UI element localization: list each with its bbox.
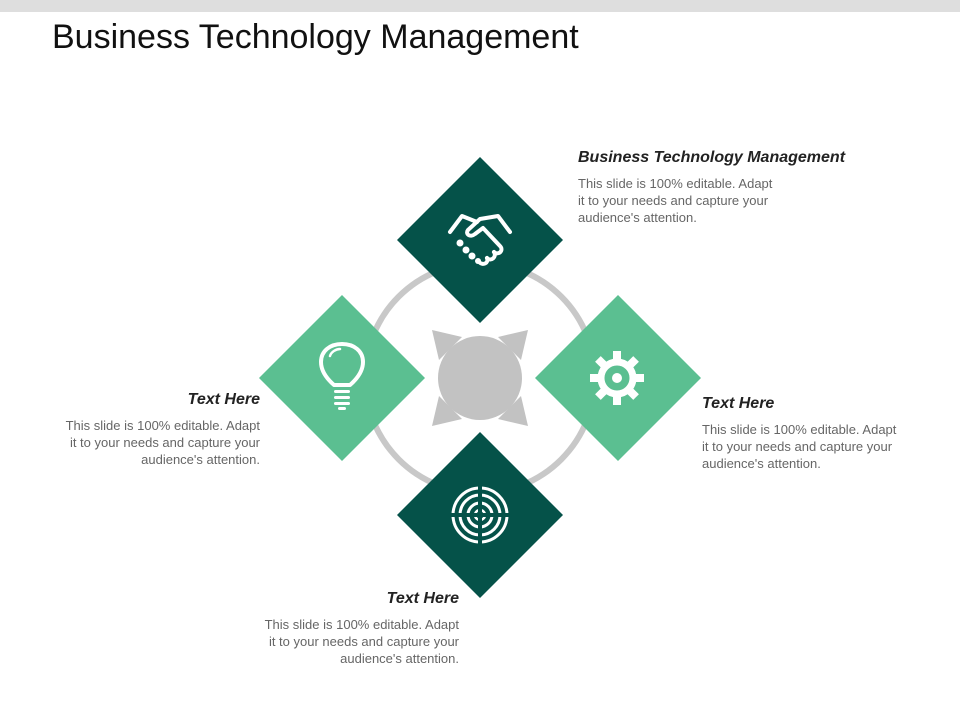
diamond-top-shape	[397, 157, 563, 323]
text-block-bottom-line: audience's attention.	[340, 651, 459, 666]
arrow-bottom-right	[498, 396, 528, 426]
diamond-right	[535, 295, 701, 461]
hub-circle	[438, 336, 522, 420]
text-block-top-heading: Business Technology Management	[578, 149, 846, 166]
arrow-top-left	[432, 330, 462, 360]
text-block-bottom-line: This slide is 100% editable. Adapt	[264, 617, 459, 632]
text-block-right-body: This slide is 100% editable. Adapt it to…	[702, 421, 896, 472]
text-block-bottom-line: it to your needs and capture your	[268, 634, 459, 649]
text-block-top-line: audience's attention.	[578, 210, 697, 225]
text-block-left: Text Here This slide is 100% editable. A…	[66, 391, 260, 468]
diamond-left	[259, 295, 425, 461]
text-block-top-line: it to your needs and capture your	[578, 193, 769, 208]
text-block-left-body: This slide is 100% editable. Adapt it to…	[66, 417, 260, 468]
arrow-bottom-left	[432, 396, 462, 426]
text-block-top-line: This slide is 100% editable. Adapt	[578, 176, 773, 191]
text-block-bottom-body: This slide is 100% editable. Adapt it to…	[265, 616, 459, 667]
text-block-right-line: it to your needs and capture your	[702, 439, 893, 454]
text-block-top: Business Technology Management This slid…	[578, 149, 845, 226]
diamond-bottom	[397, 432, 563, 598]
center-hub	[432, 330, 528, 426]
diamond-left-shape	[259, 295, 425, 461]
text-block-right: Text Here This slide is 100% editable. A…	[702, 395, 896, 472]
text-block-bottom-heading: Text Here	[386, 590, 459, 607]
text-block-left-heading: Text Here	[187, 391, 260, 408]
text-block-left-line: This slide is 100% editable. Adapt	[65, 418, 260, 433]
top-bar	[0, 0, 960, 12]
diamond-top	[397, 157, 563, 323]
lightbulb-icon	[319, 342, 365, 410]
text-block-bottom: Text Here This slide is 100% editable. A…	[265, 590, 459, 667]
text-block-right-heading: Text Here	[702, 395, 775, 412]
text-block-right-line: audience's attention.	[702, 456, 821, 471]
target-icon	[451, 486, 509, 544]
text-block-left-line: audience's attention.	[141, 452, 260, 467]
text-block-top-body: This slide is 100% editable. Adapt it to…	[578, 175, 845, 226]
handshake-icon	[448, 214, 512, 266]
arrow-top-right	[498, 330, 528, 360]
slide-title: Business Technology Management	[52, 18, 579, 56]
text-block-right-line: This slide is 100% editable. Adapt	[702, 422, 897, 437]
text-block-left-line: it to your needs and capture your	[69, 435, 260, 450]
gear-icon	[590, 351, 644, 405]
